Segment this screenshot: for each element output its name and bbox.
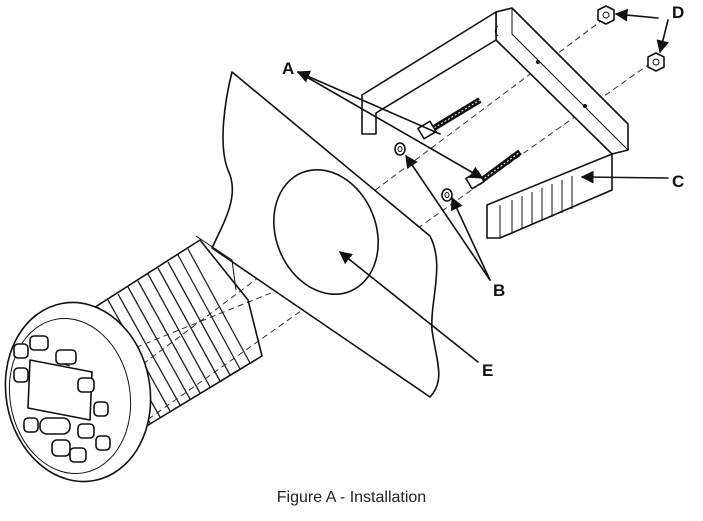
mounting-panel — [211, 71, 440, 398]
callout-e: E — [482, 361, 493, 380]
callout-d: D — [672, 3, 684, 22]
threaded-stud-upper — [417, 97, 482, 140]
button-lower — [51, 439, 71, 457]
nut-upper — [597, 5, 615, 25]
button-power — [13, 343, 29, 359]
button-left — [13, 367, 29, 383]
callout-a: A — [282, 59, 294, 78]
button-right — [77, 377, 95, 393]
stereo-buttons — [13, 335, 111, 463]
button-lower-right — [95, 435, 111, 451]
volume-knob — [39, 417, 71, 435]
figure-caption: Figure A - Installation — [276, 489, 427, 506]
button-seek — [77, 423, 95, 439]
callout-c: C — [672, 172, 684, 191]
stereo-unit — [4, 235, 263, 483]
washer-upper — [394, 142, 406, 156]
button-left-low — [23, 417, 39, 433]
threaded-stud-lower — [465, 149, 522, 190]
button-menu — [55, 349, 77, 365]
button-bottom — [69, 447, 87, 463]
callout-b: B — [493, 281, 505, 300]
leader-lines — [296, 8, 670, 363]
mounting-bracket — [361, 7, 629, 239]
button-mode — [29, 335, 49, 351]
washer-lower — [441, 188, 453, 202]
button-aux — [93, 401, 109, 417]
nut-lower — [647, 52, 665, 72]
